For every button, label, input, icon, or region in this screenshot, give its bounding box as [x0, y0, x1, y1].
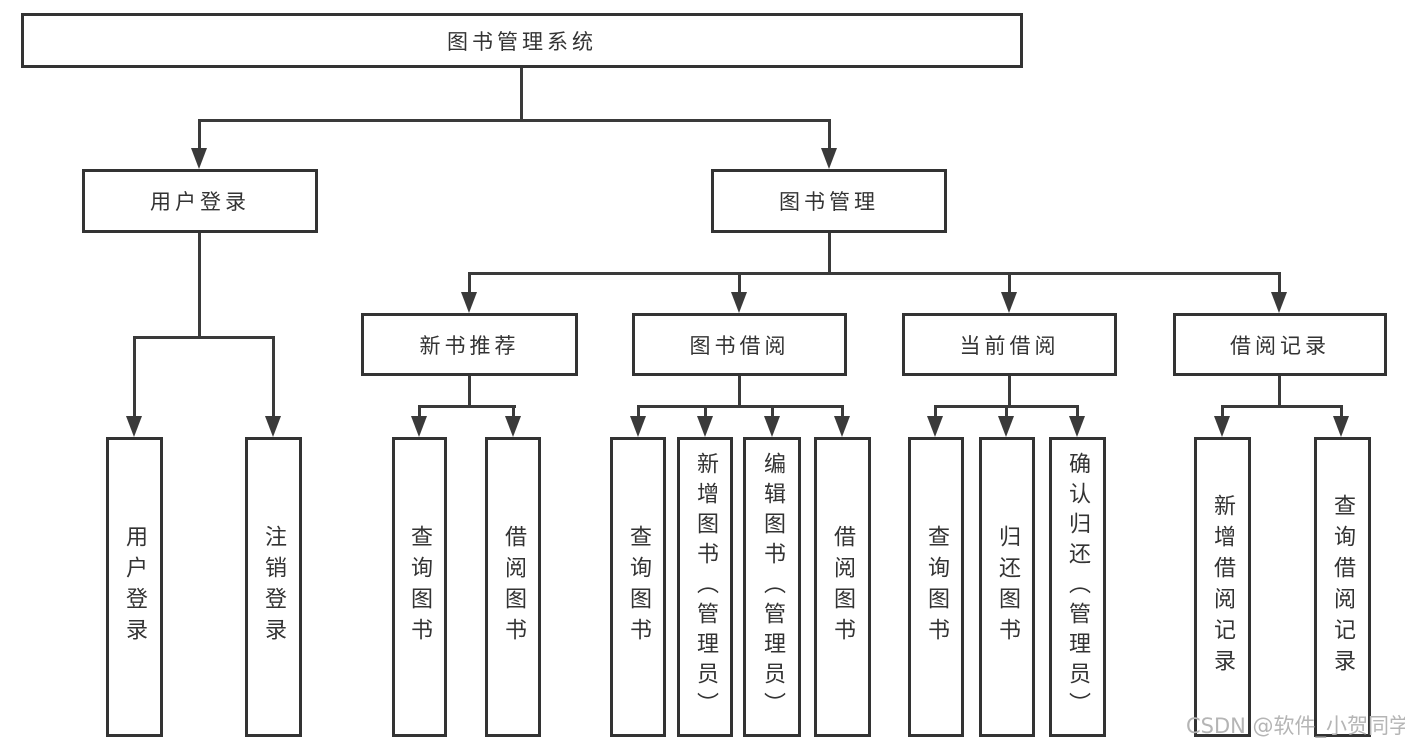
- connector-line: [828, 119, 831, 153]
- arrow-head: [1214, 416, 1230, 437]
- arrow-head: [461, 292, 477, 313]
- leaf-query-borrow-record: 查询借阅记录: [1314, 437, 1371, 737]
- arrow-head: [821, 148, 837, 169]
- node-user-login-label: 用户登录: [150, 190, 250, 214]
- arrow-head: [630, 416, 646, 437]
- connector-line: [133, 336, 275, 339]
- node-book-borrow: 图书借阅: [632, 313, 847, 376]
- connector-line: [738, 376, 741, 408]
- arrow-head: [1069, 416, 1085, 437]
- node-borrow-records-label: 借阅记录: [1230, 333, 1330, 358]
- connector-line: [1008, 376, 1011, 408]
- connector-line: [133, 336, 136, 420]
- arrow-head: [505, 416, 521, 437]
- node-root-label: 图书管理系统: [447, 29, 597, 54]
- leaf-query-books-borrow: 查询图书: [610, 437, 666, 737]
- node-book-management-label: 图书管理: [779, 190, 879, 214]
- arrow-head: [927, 416, 943, 437]
- connector-line: [828, 233, 831, 273]
- connector-line: [520, 68, 523, 120]
- connector-line: [841, 405, 844, 419]
- node-current-borrow-label: 当前借阅: [959, 333, 1060, 358]
- connector-line: [272, 336, 275, 420]
- connector-line: [468, 272, 1281, 275]
- leaf-edit-books-admin: 编辑图书（管理员）: [743, 437, 801, 737]
- arrow-head: [1001, 292, 1017, 313]
- arrow-head: [191, 148, 207, 169]
- connector-line: [198, 119, 201, 153]
- leaf-add-books-admin: 新增图书（管理员）: [677, 437, 733, 737]
- connector-line: [418, 405, 516, 408]
- connector-line: [771, 405, 774, 419]
- leaf-confirm-return-admin: 确认归还（管理员）: [1049, 437, 1106, 737]
- connector-line: [637, 405, 640, 419]
- connector-line: [198, 233, 201, 337]
- leaf-query-books-current: 查询图书: [908, 437, 964, 737]
- connector-line: [1221, 405, 1224, 419]
- connector-line: [1278, 376, 1281, 408]
- arrow-head: [1271, 292, 1287, 313]
- arrow-head: [265, 416, 281, 437]
- node-new-book-recommend-label: 新书推荐: [419, 333, 520, 358]
- connector-line: [704, 405, 707, 419]
- watermark-text: CSDN @软件_小贺同学: [1186, 714, 1405, 738]
- connector-line: [1005, 405, 1008, 419]
- connector-line: [1221, 405, 1343, 408]
- arrow-head: [126, 416, 142, 437]
- connector-line: [1278, 272, 1281, 294]
- leaf-add-borrow-record: 新增借阅记录: [1194, 437, 1251, 737]
- arrow-head: [411, 416, 427, 437]
- leaf-user-login: 用户登录: [106, 437, 163, 737]
- connector-line: [468, 272, 471, 294]
- node-book-management: 图书管理: [711, 169, 947, 233]
- arrow-head: [1333, 416, 1349, 437]
- connector-line: [637, 405, 844, 408]
- connector-line: [512, 405, 515, 419]
- leaf-borrow-books: 借阅图书: [814, 437, 871, 737]
- connector-line: [934, 405, 937, 419]
- arrow-head: [998, 416, 1014, 437]
- connector-line: [468, 376, 471, 408]
- arrow-head: [731, 292, 747, 313]
- arrow-head: [764, 416, 780, 437]
- leaf-borrow-books-recommend: 借阅图书: [485, 437, 541, 737]
- connector-line: [738, 272, 741, 294]
- node-root: 图书管理系统: [21, 13, 1023, 68]
- leaf-logout: 注销登录: [245, 437, 302, 737]
- node-user-login: 用户登录: [82, 169, 318, 233]
- node-book-borrow-label: 图书借阅: [689, 333, 790, 358]
- connector-line: [198, 119, 831, 122]
- leaf-query-books-recommend: 查询图书: [392, 437, 447, 737]
- leaf-return-books: 归还图书: [979, 437, 1035, 737]
- node-borrow-records: 借阅记录: [1173, 313, 1387, 376]
- connector-line: [418, 405, 421, 419]
- connector-line: [1340, 405, 1343, 419]
- node-new-book-recommend: 新书推荐: [361, 313, 578, 376]
- connector-line: [1008, 272, 1011, 294]
- arrow-head: [834, 416, 850, 437]
- connector-line: [1076, 405, 1079, 419]
- node-current-borrow: 当前借阅: [902, 313, 1117, 376]
- arrow-head: [697, 416, 713, 437]
